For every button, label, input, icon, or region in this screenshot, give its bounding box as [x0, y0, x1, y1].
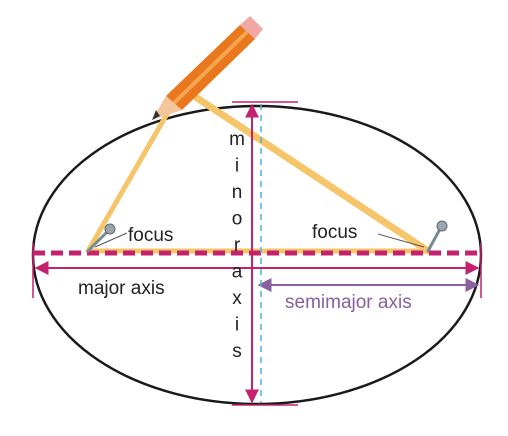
minor-axis-letter: o: [232, 209, 243, 230]
minor-axis-letter: x: [232, 288, 242, 309]
minor-axis-letter: m: [229, 129, 245, 150]
pencil-icon: [152, 16, 263, 120]
minor-axis-letter: s: [232, 341, 242, 362]
focus-left-leader: [94, 232, 128, 248]
minor-axis-letter: i: [235, 315, 239, 336]
pushpin-icon: [426, 220, 448, 253]
minor-axis-letter: i: [235, 156, 239, 177]
semimajor-axis-label: semimajor axis: [285, 292, 412, 313]
pushpin-icon: [86, 223, 116, 253]
major-axis-label: major axis: [78, 278, 165, 299]
focus-right-label: focus: [312, 222, 357, 243]
focus-left-label: focus: [128, 225, 173, 246]
focus-right-leader: [377, 233, 425, 248]
minor-axis-letter: n: [232, 182, 243, 203]
minor-axis-letter: r: [234, 235, 241, 256]
minor-axis-letter: a: [232, 262, 243, 283]
